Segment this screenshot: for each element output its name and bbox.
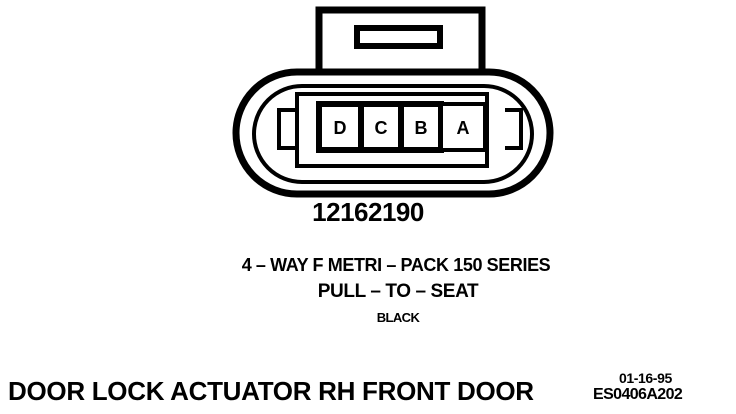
housing-inner-outline	[252, 84, 534, 184]
pin-label-c: C	[375, 118, 388, 138]
pin-label-d: D	[334, 118, 347, 138]
part-number: 12162190	[312, 197, 424, 227]
connector-color: BLACK	[376, 310, 420, 325]
date-code: 01-16-95	[619, 370, 672, 386]
pin-cavity-c: C	[358, 101, 404, 153]
right-latch-bracket	[505, 108, 523, 150]
left-latch-bracket	[277, 108, 295, 150]
connector-type: 4 – WAY F METRI – PACK 150 SERIES	[241, 255, 551, 275]
figure-code: ES0406A202	[593, 386, 683, 403]
pin-label-a: A	[457, 118, 470, 138]
pin-cavity-b: B	[398, 101, 444, 153]
pin-label-b: B	[415, 118, 428, 138]
pin-cavity-a: A	[439, 102, 487, 152]
seat-type: PULL – TO – SEAT	[317, 281, 479, 302]
diagram-caption: DOOR LOCK ACTUATOR RH FRONT DOOR	[8, 376, 534, 406]
pin-cavity-d: D	[316, 101, 364, 153]
